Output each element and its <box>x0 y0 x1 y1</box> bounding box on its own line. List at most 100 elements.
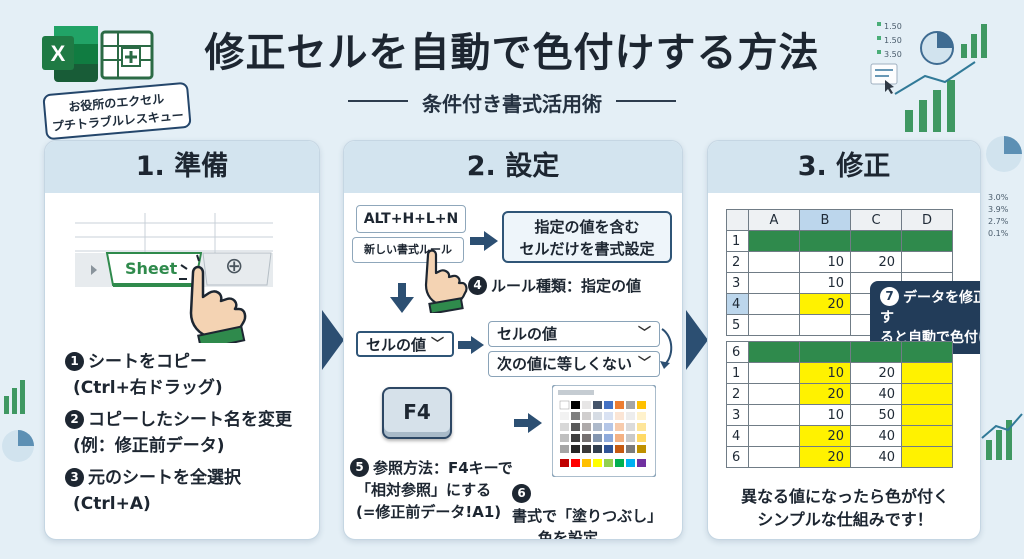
step-number: 4 <box>468 276 487 295</box>
cell[interactable] <box>748 404 800 426</box>
decor-percent-labels: 3.0% 3.9% 2.7% 0.1% <box>988 192 1008 240</box>
cell[interactable] <box>850 230 902 252</box>
decor-percent: 0.1% <box>988 229 1009 238</box>
highlighted-cell[interactable]: 20 <box>799 425 851 447</box>
cell[interactable] <box>901 230 953 252</box>
highlighted-cell[interactable] <box>901 383 953 405</box>
pointer-hand-icon <box>424 249 468 313</box>
cell[interactable] <box>799 341 851 363</box>
highlighted-cell[interactable] <box>901 446 953 468</box>
cell[interactable] <box>748 383 800 405</box>
column-header: B <box>799 209 851 231</box>
condition-field-dropdown[interactable]: セルの値 ﹀ <box>488 321 660 347</box>
cell[interactable]: 40 <box>850 383 902 405</box>
row-header: 6 <box>726 341 749 363</box>
cell[interactable] <box>748 272 800 294</box>
step-text: コピーしたシート名を変更 <box>88 410 292 430</box>
cell[interactable] <box>748 341 800 363</box>
cell[interactable] <box>901 341 953 363</box>
cell[interactable]: 40 <box>850 446 902 468</box>
dropdown-value: 次の値に等しくない <box>497 355 633 373</box>
cell[interactable] <box>850 341 902 363</box>
sheet-tab-illustration <box>75 213 273 343</box>
arrow-right-icon <box>514 413 542 433</box>
column-header: A <box>748 209 800 231</box>
cell[interactable]: 20 <box>850 362 902 384</box>
cell[interactable]: 10 <box>799 251 851 273</box>
dropdown-value: セルの値 <box>497 325 558 343</box>
cell[interactable] <box>901 251 953 273</box>
row-header: 6 <box>726 446 749 468</box>
add-sheet-icon[interactable]: ⊕ <box>225 254 244 279</box>
table-row: 2 10 20 <box>726 251 953 273</box>
cell-value-dropdown[interactable]: セルの値 ﹀ <box>356 331 454 357</box>
subtitle: 条件付き書式活用術 <box>348 88 676 117</box>
table-row: 1 <box>726 230 953 252</box>
cell[interactable]: 10 <box>799 272 851 294</box>
subtitle-text: 条件付き書式活用術 <box>422 92 602 116</box>
arrow-right-icon <box>458 336 484 354</box>
card-settings: 2. 設定 ALT+H+L+N 新しい書式ルール 指定の値を含む セルだけを書式… <box>343 140 683 540</box>
subtitle-line-left <box>348 100 408 102</box>
step6-label: 書式で「塗りつぶし」 <box>512 507 663 525</box>
cell[interactable] <box>748 362 800 384</box>
table-row: 6 <box>726 341 953 363</box>
f4-key: F4 <box>382 387 452 439</box>
highlighted-cell[interactable] <box>901 362 953 384</box>
step-text: 元のシートを全選択 <box>88 468 241 488</box>
cell[interactable] <box>799 230 851 252</box>
card-title: 3. 修正 <box>708 141 980 193</box>
table-row: 6 20 40 <box>726 446 953 468</box>
sheet-tab-label[interactable]: Sheet <box>125 259 178 278</box>
cell[interactable] <box>748 251 800 273</box>
card-title: 2. 設定 <box>344 141 682 193</box>
cell[interactable] <box>748 230 800 252</box>
card-title: 1. 準備 <box>45 141 319 193</box>
step-text: シートをコピー <box>88 352 207 372</box>
step5-label: 参照方法：F4キーで <box>373 459 513 477</box>
highlighted-cell[interactable]: 20 <box>799 383 851 405</box>
decor-pie-right-icon <box>986 136 1022 172</box>
highlighted-cell[interactable] <box>901 404 953 426</box>
step-detail: (Ctrl+A) <box>73 494 151 514</box>
cell[interactable]: 20 <box>850 251 902 273</box>
excel-logo-icon: X <box>42 26 154 82</box>
cell[interactable] <box>748 425 800 447</box>
cell[interactable]: 10 <box>799 404 851 426</box>
cell[interactable] <box>799 314 851 336</box>
table-row: 1 10 20 <box>726 362 953 384</box>
conclusion-text: 異なる値になったら色が付く シンプルな仕組みです！ <box>708 485 980 531</box>
flow-arrow-icon <box>686 310 708 370</box>
cell[interactable] <box>748 293 800 315</box>
cell[interactable] <box>748 314 800 336</box>
cell[interactable]: 50 <box>850 404 902 426</box>
cell[interactable] <box>748 446 800 468</box>
chevron-down-icon: ﹀ <box>430 337 444 352</box>
row-header: 1 <box>726 362 749 384</box>
row-header: 2 <box>726 251 749 273</box>
operator-dropdown[interactable]: 次の値に等しくない ﹀ <box>488 351 660 377</box>
step6-line2: 色を設定 <box>538 529 599 540</box>
decor-charts-top-right-icon <box>870 22 987 132</box>
highlighted-cell[interactable]: 20 <box>799 446 851 468</box>
step6-text: 6書式で「塗りつぶし」 色を設定 <box>512 483 682 540</box>
rule-result-line2: セルだけを書式設定 <box>519 240 655 258</box>
card-correct: 3. 修正 A B C D 1 2 10 20 3 10 4 <box>707 140 981 540</box>
page-title: 修正セルを自動で色付けする方法 <box>204 30 820 76</box>
column-header: D <box>901 209 953 231</box>
highlighted-cell[interactable]: 10 <box>799 362 851 384</box>
curved-arrow-icon <box>660 328 673 369</box>
column-header-row: A B C D <box>726 209 953 231</box>
corner-cell <box>726 209 749 231</box>
row-header: 5 <box>726 314 749 336</box>
highlighted-cell[interactable]: 20 <box>799 293 851 315</box>
row-header: 4 <box>726 293 749 315</box>
step-detail: (例：修正前データ) <box>73 436 225 456</box>
highlighted-cell[interactable] <box>901 425 953 447</box>
step-number: 3 <box>65 468 84 487</box>
cell[interactable]: 40 <box>850 425 902 447</box>
